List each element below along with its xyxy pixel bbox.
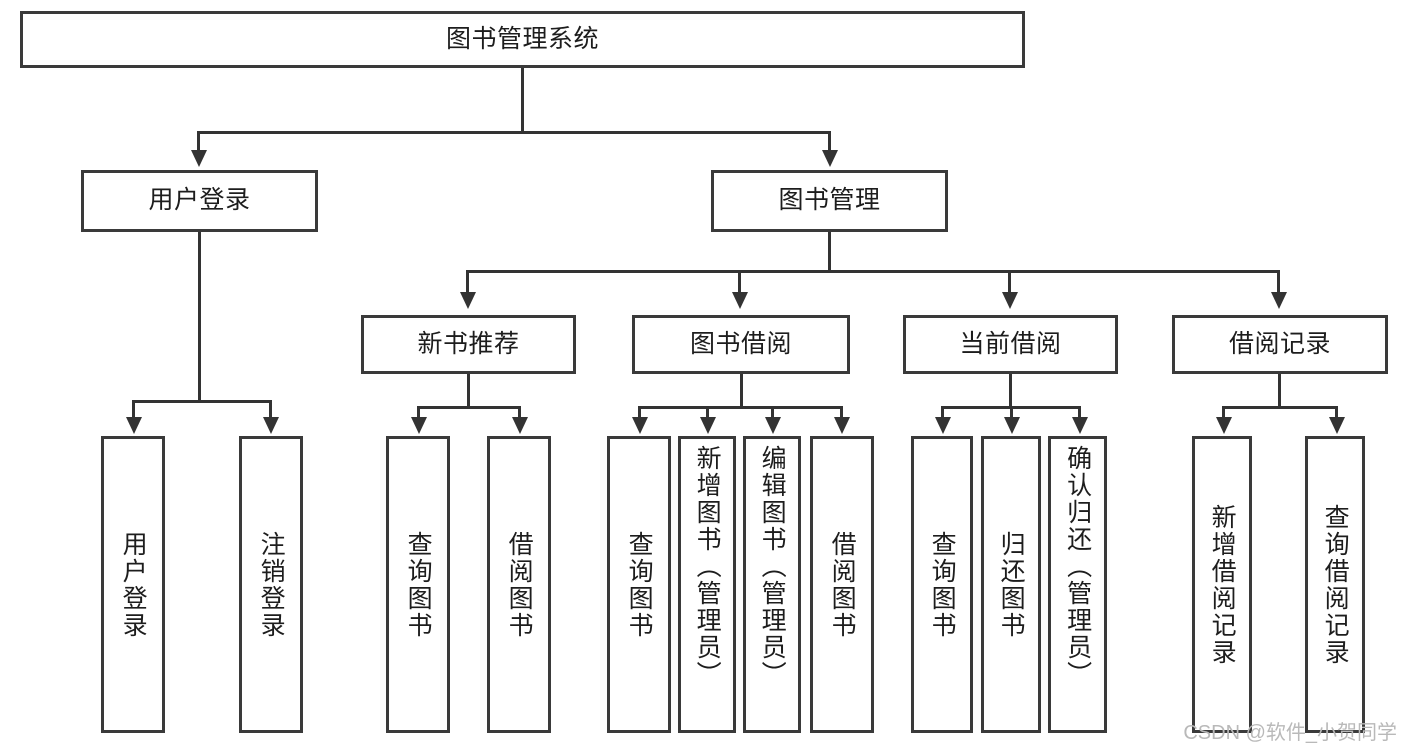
edge-borrow-record-down [1278, 374, 1281, 408]
node-book-management[interactable]: 图书管理 [711, 170, 948, 232]
arrow-book-mgmt-c4 [1271, 292, 1287, 309]
arrow-current-borrow-leaf3 [1072, 417, 1088, 434]
arrow-new-book-leaf1 [411, 417, 427, 434]
edge-new-book-leaf1 [417, 406, 420, 420]
leaf-book-borrow-borrow[interactable]: 借阅图书 [810, 436, 874, 733]
node-root-system-label: 图书管理系统 [445, 24, 599, 53]
leaf-book-borrow-edit[interactable]: 编辑图书（管理员） [743, 436, 801, 733]
leaf-book-borrow-borrow-label: 借阅图书 [828, 530, 857, 639]
edge-book-mgmt-c3 [1008, 270, 1011, 295]
leaf-book-borrow-edit-label: 编辑图书（管理员） [758, 445, 787, 688]
edge-borrow-record-bus [1222, 406, 1338, 409]
arrow-book-mgmt-c3 [1002, 292, 1018, 309]
edge-book-mgmt-down [828, 232, 831, 272]
edge-current-borrow-leaf2 [1010, 406, 1013, 420]
arrow-book-borrow-leaf4 [834, 417, 850, 434]
edge-book-mgmt-c2 [738, 270, 741, 295]
edge-book-borrow-down [740, 374, 743, 408]
node-book-borrow-label: 图书借阅 [689, 329, 792, 358]
leaf-borrow-record-query-label: 查询借阅记录 [1321, 503, 1350, 666]
leaf-new-book-query[interactable]: 查询图书 [386, 436, 450, 733]
node-current-borrow[interactable]: 当前借阅 [903, 315, 1118, 374]
edge-current-borrow-leaf1 [941, 406, 944, 420]
node-book-borrow[interactable]: 图书借阅 [632, 315, 850, 374]
arrow-borrow-record-leaf1 [1216, 417, 1232, 434]
node-new-book-recommend-label: 新书推荐 [417, 329, 520, 358]
leaf-current-borrow-return[interactable]: 归还图书 [981, 436, 1041, 733]
csdn-watermark: CSDN @软件_小贺同学 [1183, 722, 1397, 744]
node-borrow-record[interactable]: 借阅记录 [1172, 315, 1388, 374]
leaf-book-borrow-query[interactable]: 查询图书 [607, 436, 671, 733]
leaf-current-borrow-return-label: 归还图书 [997, 530, 1026, 639]
arrow-user-login-leaf2 [263, 417, 279, 434]
leaf-user-login-signin[interactable]: 用户登录 [101, 436, 165, 733]
node-root-system[interactable]: 图书管理系统 [20, 11, 1025, 68]
arrow-root-to-book-mgmt [822, 150, 838, 167]
arrow-book-mgmt-c2 [732, 292, 748, 309]
arrow-book-borrow-leaf2 [700, 417, 716, 434]
leaf-borrow-record-add-label: 新增借阅记录 [1208, 503, 1237, 666]
edge-root-bus [197, 131, 831, 134]
edge-user-login-leaf1 [132, 400, 135, 420]
edge-book-mgmt-bus [466, 270, 1280, 273]
leaf-new-book-borrow[interactable]: 借阅图书 [487, 436, 551, 733]
leaf-book-borrow-add[interactable]: 新增图书（管理员） [678, 436, 736, 733]
edge-new-book-leaf2 [518, 406, 521, 420]
leaf-current-borrow-query-label: 查询图书 [928, 530, 957, 639]
edge-borrow-record-leaf2 [1335, 406, 1338, 420]
node-current-borrow-label: 当前借阅 [959, 329, 1062, 358]
leaf-borrow-record-add[interactable]: 新增借阅记录 [1192, 436, 1252, 733]
node-user-login[interactable]: 用户登录 [81, 170, 318, 232]
leaf-book-borrow-query-label: 查询图书 [625, 530, 654, 639]
edge-book-borrow-leaf2 [706, 406, 709, 420]
edge-book-borrow-leaf4 [840, 406, 843, 420]
leaf-user-login-signin-label: 用户登录 [119, 530, 148, 639]
edge-root-to-user-login [197, 131, 200, 153]
node-user-login-label: 用户登录 [148, 186, 251, 215]
edge-book-borrow-bus [638, 406, 843, 409]
arrow-current-borrow-leaf2 [1004, 417, 1020, 434]
node-book-management-label: 图书管理 [778, 186, 881, 215]
leaf-book-borrow-add-label: 新增图书（管理员） [693, 445, 722, 688]
edge-current-borrow-leaf3 [1078, 406, 1081, 420]
leaf-user-login-signout[interactable]: 注销登录 [239, 436, 303, 733]
arrow-root-to-user-login [191, 150, 207, 167]
leaf-current-borrow-confirm-label: 确认归还（管理员） [1063, 445, 1092, 688]
leaf-current-borrow-confirm[interactable]: 确认归还（管理员） [1048, 436, 1107, 733]
edge-new-book-down [467, 374, 470, 408]
arrow-borrow-record-leaf2 [1329, 417, 1345, 434]
arrow-book-mgmt-c1 [460, 292, 476, 309]
edge-current-borrow-down [1009, 374, 1012, 408]
leaf-borrow-record-query[interactable]: 查询借阅记录 [1305, 436, 1365, 733]
node-borrow-record-label: 借阅记录 [1228, 329, 1331, 358]
node-new-book-recommend[interactable]: 新书推荐 [361, 315, 576, 374]
leaf-current-borrow-query[interactable]: 查询图书 [911, 436, 973, 733]
edge-book-borrow-leaf1 [638, 406, 641, 420]
arrow-book-borrow-leaf1 [632, 417, 648, 434]
leaf-new-book-query-label: 查询图书 [404, 530, 433, 639]
edge-book-mgmt-c1 [466, 270, 469, 295]
edge-user-login-leaf2 [269, 400, 272, 420]
leaf-new-book-borrow-label: 借阅图书 [505, 530, 534, 639]
edge-borrow-record-leaf1 [1222, 406, 1225, 420]
edge-book-mgmt-c4 [1277, 270, 1280, 295]
arrow-user-login-leaf1 [126, 417, 142, 434]
edge-user-login-bus [132, 400, 269, 403]
edge-user-login-down [198, 232, 201, 402]
arrow-book-borrow-leaf3 [765, 417, 781, 434]
arrow-new-book-leaf2 [512, 417, 528, 434]
leaf-user-login-signout-label: 注销登录 [257, 530, 286, 639]
edge-root-to-book-mgmt [828, 131, 831, 153]
edge-root-down [521, 68, 524, 132]
edge-new-book-bus [417, 406, 521, 409]
edge-book-borrow-leaf3 [771, 406, 774, 420]
arrow-current-borrow-leaf1 [935, 417, 951, 434]
